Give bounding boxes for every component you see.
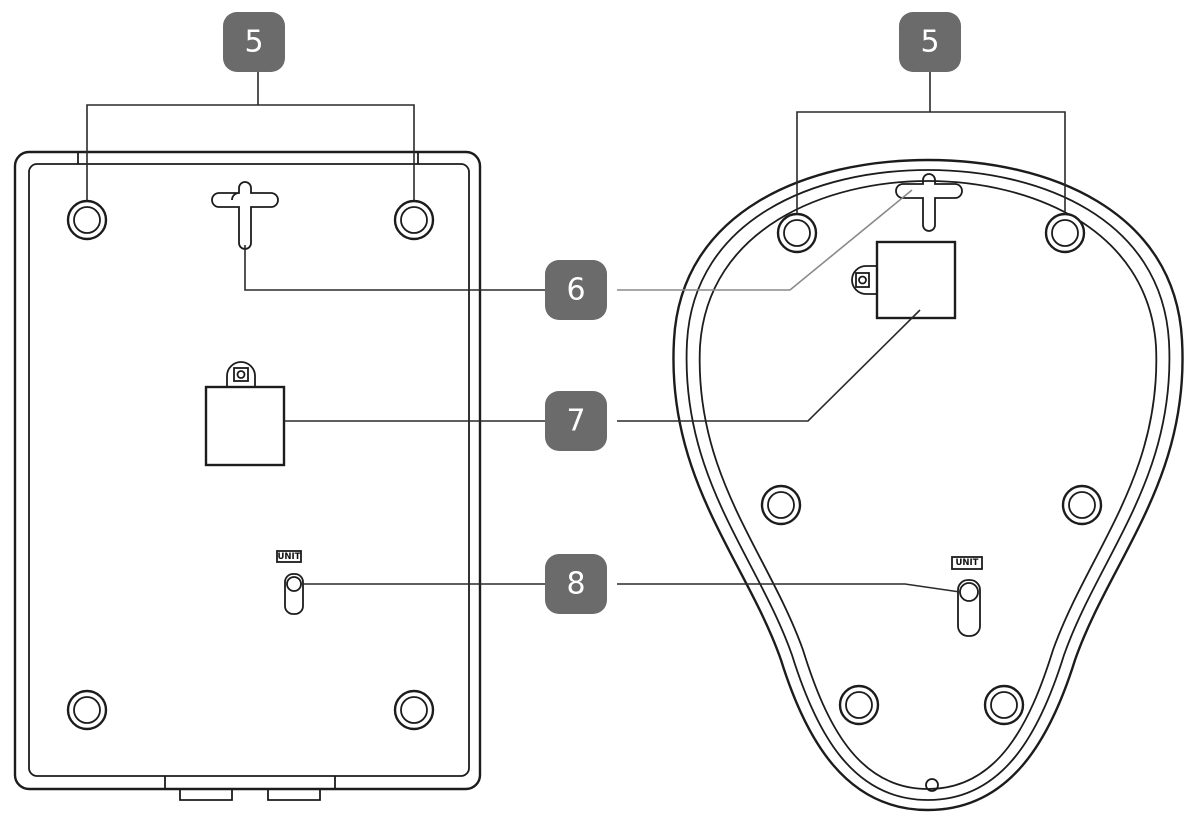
tear-unit-label: UNIT — [956, 558, 979, 568]
rect-battery-latch-tab — [233, 367, 249, 382]
rect-device-bottom-tab-right — [267, 776, 336, 801]
rect-wall-hook-keyhole — [211, 181, 279, 250]
tear-foot-bottom-right — [983, 684, 1025, 726]
tear-screw-hole — [925, 778, 939, 792]
tear-foot-top-right — [1044, 212, 1086, 254]
tear-foot-bottom-left — [838, 684, 880, 726]
leader-wall-hook-left — [244, 245, 545, 291]
rect-unit-switch-knob — [286, 576, 302, 592]
rect-device-inner-edge — [28, 163, 470, 777]
badge-unit-switch: 8 — [545, 554, 607, 614]
leader-feet-right — [796, 72, 1066, 214]
teardrop-device-inner-edge — [698, 180, 1158, 790]
teardrop-device: UNIT — [672, 158, 1184, 812]
badge-unit-switch-number: 8 — [566, 567, 585, 602]
tear-battery-latch-dot — [858, 275, 867, 285]
rect-device-bottom-tab-left — [164, 776, 233, 801]
rect-foot-top-left — [66, 199, 108, 241]
badge-wall-hook: 6 — [545, 260, 607, 320]
rect-unit-tag — [276, 550, 302, 563]
rect-battery-latch — [226, 361, 256, 388]
teardrop-device-outer-edge — [672, 158, 1184, 812]
leader-unit-right — [617, 583, 961, 593]
rect-battery-compartment — [204, 385, 286, 467]
teardrop-device-rim — [685, 169, 1171, 801]
rect-unit-switch-slot — [284, 573, 304, 615]
leader-battery-right — [617, 309, 921, 422]
tear-foot-middle-right — [1061, 484, 1103, 526]
leader-lines — [86, 72, 1066, 593]
badge-feet-left-number: 5 — [244, 25, 263, 60]
rect-foot-bottom-right — [393, 689, 435, 731]
tear-unit-tag — [951, 556, 983, 570]
tear-unit-switch-knob — [959, 582, 979, 602]
badge-feet-right-number: 5 — [920, 25, 939, 60]
tear-unit-switch-slot — [957, 579, 981, 637]
leader-feet-left — [86, 72, 415, 200]
badge-wall-hook-number: 6 — [566, 273, 585, 308]
tear-battery-latch — [851, 265, 878, 295]
tear-foot-middle-left — [760, 484, 802, 526]
badge-feet-left: 5 — [223, 12, 285, 72]
tear-battery-latch-tab — [855, 272, 870, 288]
tear-foot-top-left — [776, 212, 818, 254]
leader-wall-hook-right — [617, 189, 913, 291]
rectangular-device: UNIT — [13, 150, 482, 801]
badge-feet-right: 5 — [899, 12, 961, 72]
rect-battery-latch-dot — [236, 370, 246, 379]
tear-battery-compartment — [875, 240, 957, 320]
rect-foot-top-right — [393, 199, 435, 241]
tear-wall-hook-keyhole — [895, 173, 963, 232]
rect-unit-label: UNIT — [278, 552, 301, 562]
badge-battery-compartment: 7 — [545, 391, 607, 451]
rect-foot-bottom-left — [66, 689, 108, 731]
badge-battery-number: 7 — [566, 404, 585, 439]
